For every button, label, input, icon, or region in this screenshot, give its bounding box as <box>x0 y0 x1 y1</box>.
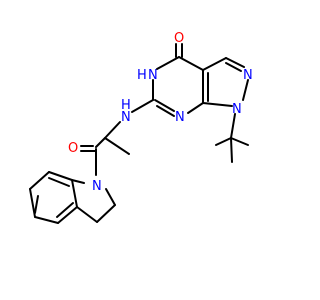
bond-tbu-me3 <box>230 137 233 163</box>
bond-c4-c3a <box>178 56 204 71</box>
bond-c5-c4 <box>34 216 59 224</box>
atom-o-carbonyl: O <box>174 31 184 46</box>
bond-c6-nh <box>131 99 154 113</box>
bond-ca-me <box>104 137 130 155</box>
bond-c7a-c7 <box>48 171 73 181</box>
bond-n2-n1 <box>242 79 249 101</box>
bond-ca-co <box>95 137 106 148</box>
bond-c3a-c7a <box>71 179 78 208</box>
atom-h5: H <box>137 68 147 83</box>
bond-n-c2 <box>105 188 116 206</box>
bond-c4-c3a <box>57 206 78 224</box>
bond-c3-n2-b <box>225 62 242 72</box>
bond-tbu-me1 <box>215 137 232 146</box>
atom-n7: N <box>175 110 185 125</box>
atom-n5: N <box>148 68 158 83</box>
atom-n-indoline: N <box>92 179 102 194</box>
bond-n-c7a <box>71 179 85 184</box>
molecule-structure: O N H N N N N H O N <box>29 31 253 224</box>
bond-n1-c7a <box>202 102 233 107</box>
bond-c6-n7-b <box>156 105 175 117</box>
atom-n1: N <box>232 102 242 117</box>
atom-labels: O N H N N N N H O N <box>68 31 253 194</box>
bond-c3-n2-a <box>225 57 245 68</box>
bond-n1-cq <box>230 113 236 139</box>
bond-n7-c7a <box>187 102 204 114</box>
bonds <box>29 43 249 224</box>
bond-c3a-c3 <box>202 57 227 71</box>
atom-n2: N <box>243 68 253 83</box>
bond-c4-c3a-inner <box>56 202 74 218</box>
bond-c2-c3 <box>96 204 116 223</box>
atom-n-amine: N <box>121 110 131 125</box>
bond-c4-n5 <box>156 56 180 70</box>
bond-c7a-c7-inner <box>48 177 70 187</box>
atom-o-amide: O <box>68 141 78 156</box>
bond-nh-ca <box>104 121 121 139</box>
bond-tbu-me2 <box>230 137 249 146</box>
atom-h-amine: H <box>121 98 131 113</box>
bond-c6-c5-inner <box>34 195 39 214</box>
bond-c6-n7-a <box>154 99 175 112</box>
bond-c3-c3a <box>76 206 98 223</box>
bond-c7-c6 <box>29 171 50 190</box>
structure-canvas: O N H N N N N H O N <box>29 31 253 224</box>
